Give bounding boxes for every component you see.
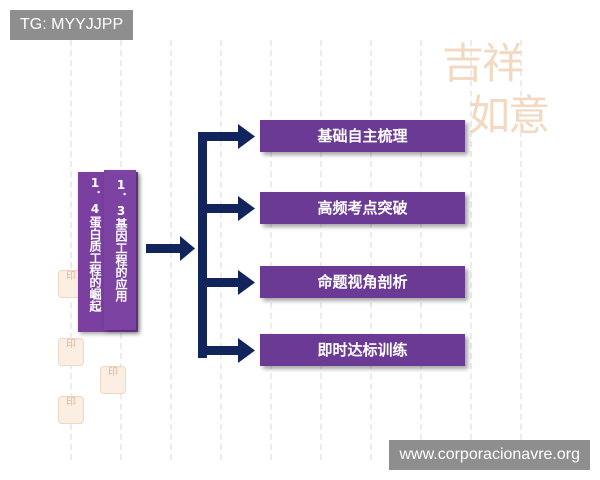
guide-line	[420, 40, 422, 460]
guide-line	[270, 40, 272, 460]
calligraphy-decoration: 吉祥如意	[442, 39, 550, 140]
seal-stamp-icon: 印	[58, 396, 84, 424]
branch-arrowhead	[238, 270, 255, 295]
branch-box-practice: 即时达标训练	[260, 334, 465, 366]
main-connector	[146, 244, 182, 253]
guide-line	[70, 40, 72, 460]
branch-box-basic-review: 基础自主梳理	[260, 120, 465, 152]
guide-line	[520, 40, 522, 460]
guide-line	[370, 40, 372, 460]
guide-line	[470, 40, 472, 460]
branch-connector	[198, 346, 240, 355]
branch-connector	[198, 204, 240, 213]
topic-title-1-3: 1．3基因工程的应用	[114, 178, 128, 302]
branch-box-question-analysis: 命题视角剖析	[260, 266, 465, 298]
branch-arrowhead	[238, 338, 255, 363]
topic-title-1-4: 1．4蛋白质工程的崛起	[88, 176, 102, 312]
connector-spine	[198, 132, 207, 358]
topic-box-1-3: 1．3基因工程的应用	[104, 170, 136, 330]
watermark-url: www.corporacionavre.org	[389, 440, 590, 470]
guide-line	[320, 40, 322, 460]
guide-line	[220, 40, 222, 460]
seal-stamp-icon: 印	[58, 338, 84, 366]
branch-connector	[198, 132, 240, 141]
branch-arrowhead	[238, 124, 255, 149]
branch-connector	[198, 278, 240, 287]
branch-box-key-points: 高频考点突破	[260, 192, 465, 224]
main-arrowhead	[180, 236, 195, 261]
branch-arrowhead	[238, 196, 255, 221]
seal-stamp-icon: 印	[100, 366, 126, 394]
tg-label: TG: MYYJJPP	[10, 10, 134, 40]
